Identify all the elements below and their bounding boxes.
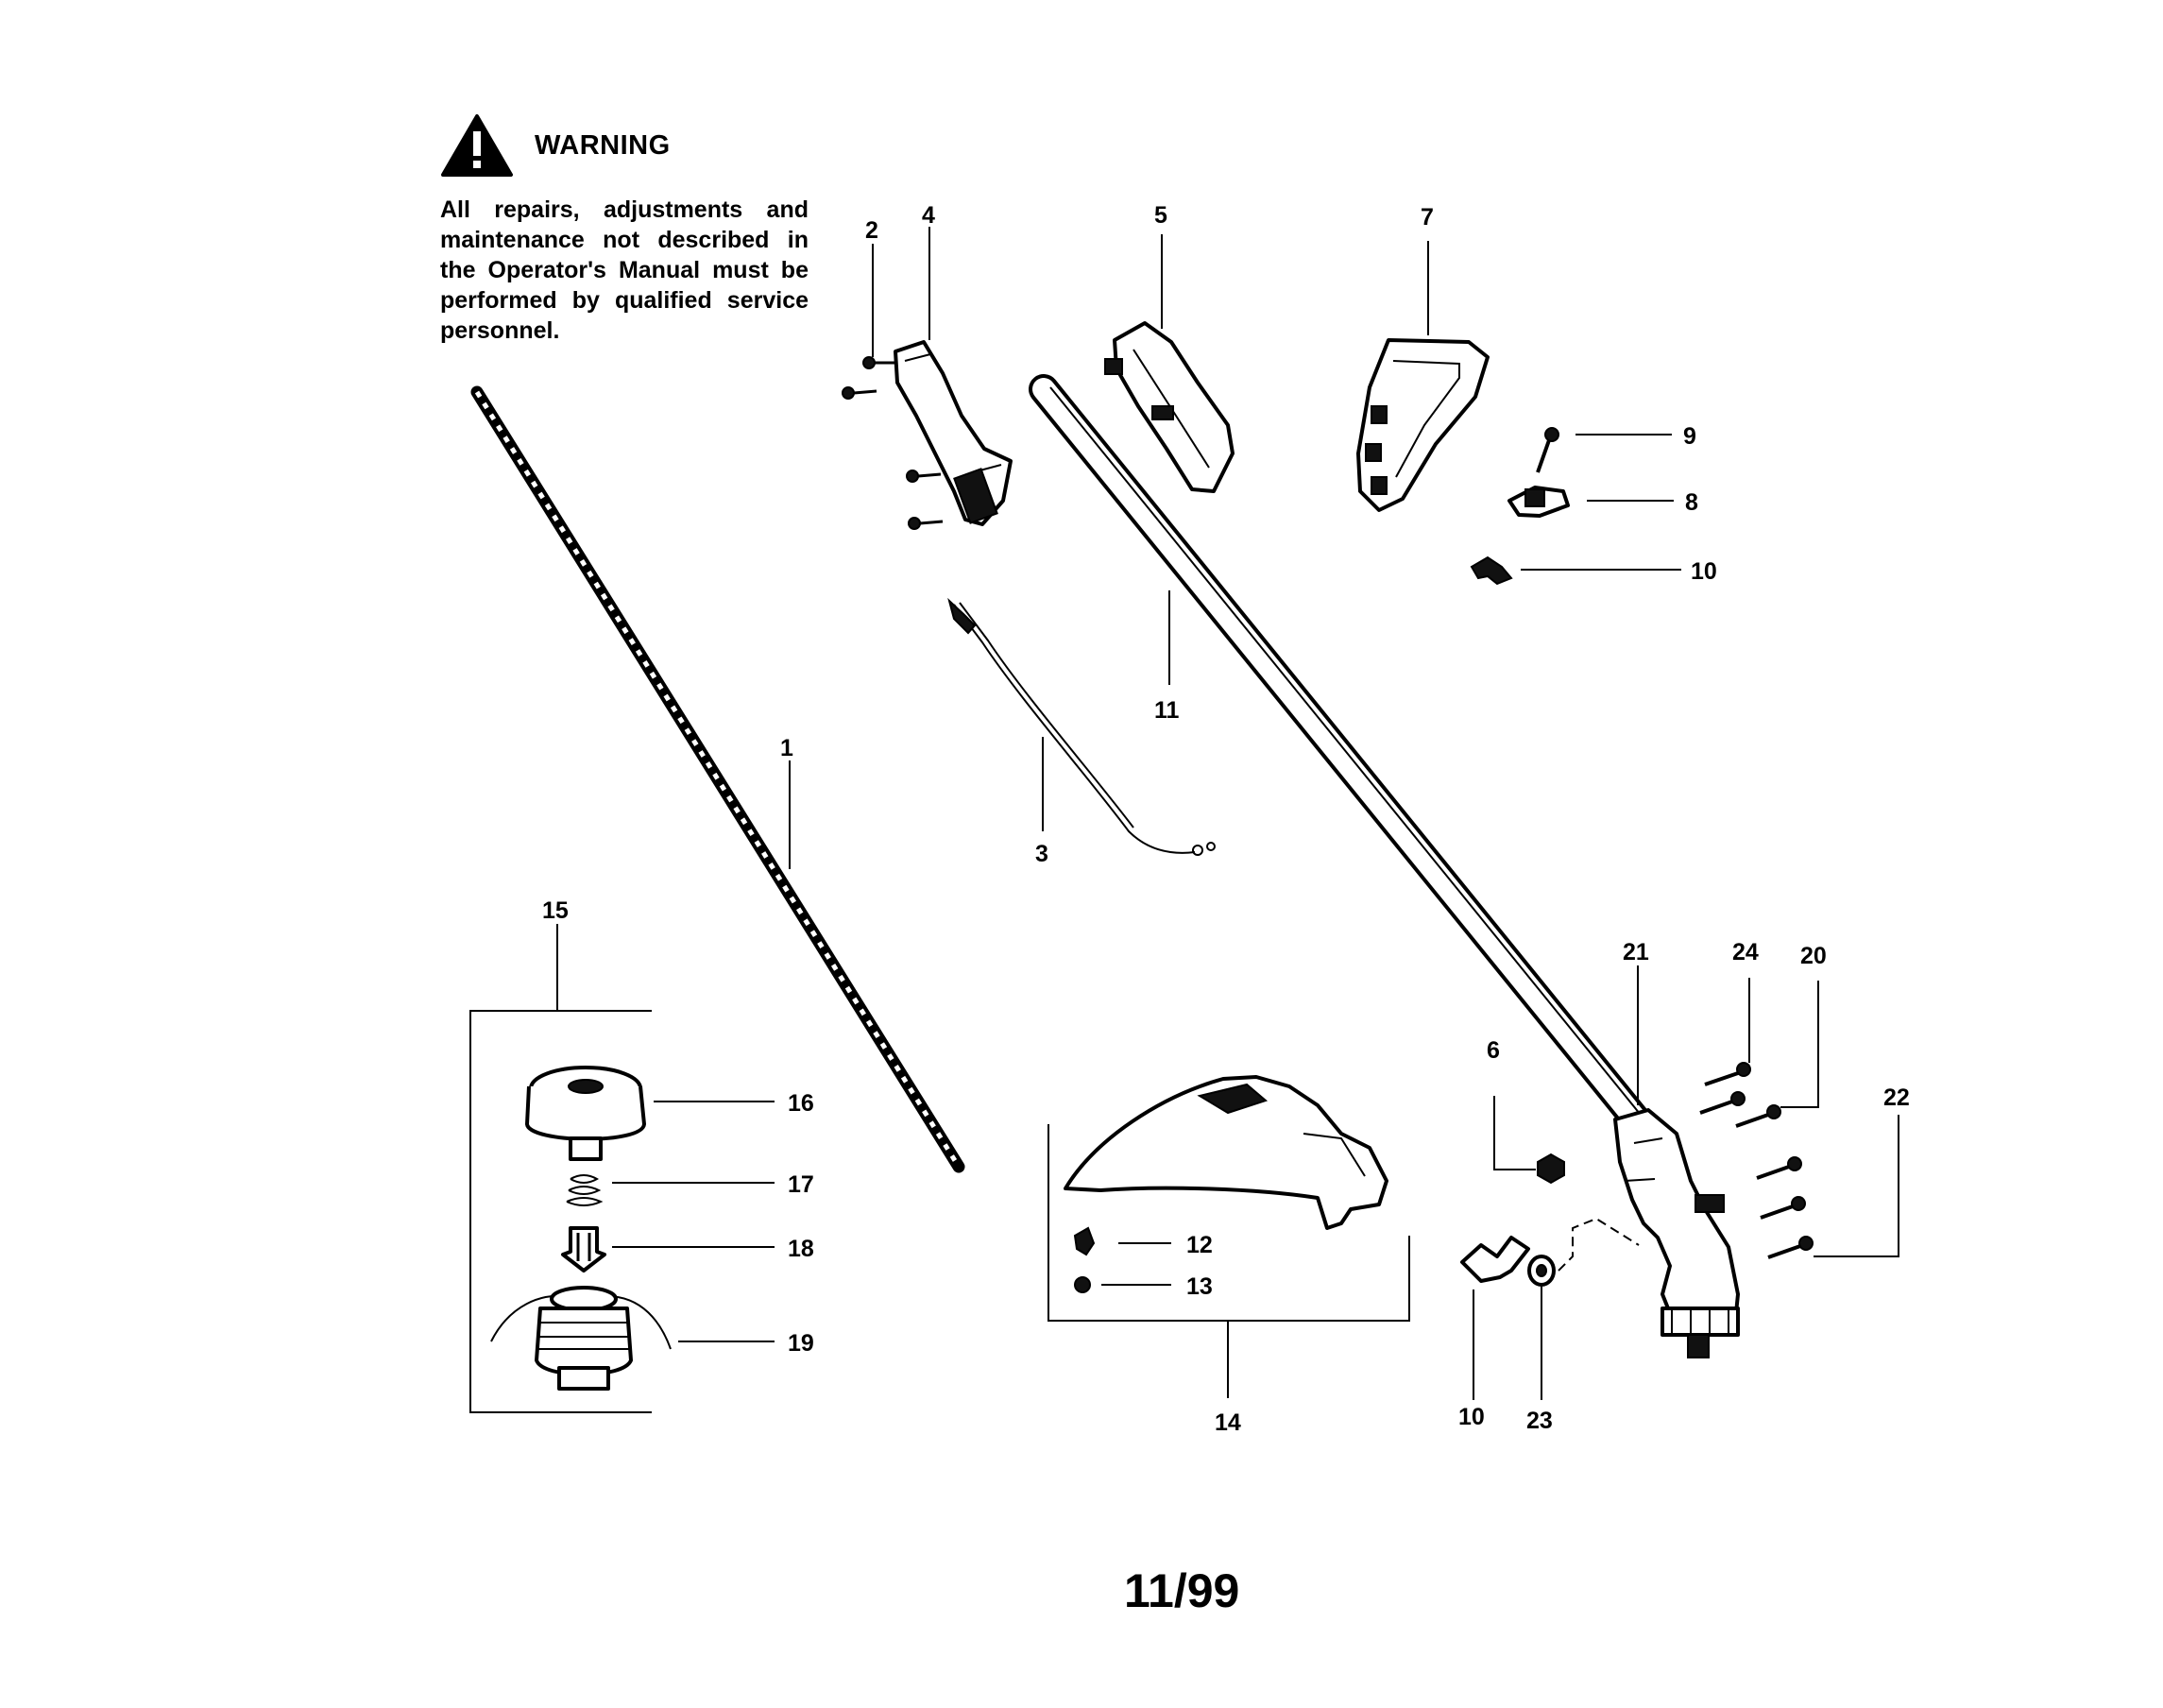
- callout-12: 12: [1186, 1232, 1213, 1258]
- part-8-clamp: [1507, 486, 1570, 518]
- callout-23: 23: [1526, 1408, 1553, 1434]
- part-9-bolt: [1536, 427, 1559, 473]
- callout-18: 18: [788, 1236, 814, 1262]
- part-16-cover: [525, 1066, 646, 1161]
- part-1-drive-shaft: [470, 385, 965, 1173]
- part-10-wing-nut-upper: [1470, 555, 1513, 586]
- part-15-bracket: [469, 1010, 652, 1413]
- warning-header: WARNING: [440, 106, 818, 185]
- callout-22: 22: [1883, 1085, 1910, 1111]
- leader-lines: [556, 227, 1899, 1400]
- part-23-washer: [1527, 1217, 1640, 1287]
- callout-8: 8: [1685, 489, 1698, 516]
- callout-4: 4: [922, 202, 935, 229]
- part-12-clip: [1073, 1226, 1096, 1256]
- part-4-handle-housing: [894, 340, 1013, 526]
- warning-title: WARNING: [535, 129, 671, 161]
- callout-20: 20: [1800, 943, 1827, 969]
- part-13-screw: [1074, 1276, 1091, 1293]
- part-10-wing-knob-lower: [1460, 1236, 1530, 1283]
- callout-19: 19: [788, 1330, 814, 1357]
- gearhead-assembly: [1613, 1108, 1740, 1358]
- callout-21: 21: [1623, 939, 1649, 965]
- part-7-nut: [1537, 1153, 1565, 1185]
- callout-9: 9: [1683, 423, 1696, 450]
- part-17-spring: [566, 1174, 604, 1206]
- part-6-d-handle: [1356, 338, 1490, 512]
- callout-5: 5: [1154, 202, 1167, 229]
- callout-13: 13: [1186, 1273, 1213, 1300]
- callout-16: 16: [788, 1090, 814, 1117]
- callout-24: 24: [1732, 939, 1759, 965]
- part-24-20-22-bolts: [1699, 1062, 1814, 1259]
- part-18-hub: [561, 1226, 606, 1272]
- part-19-spool: [490, 1286, 672, 1391]
- callout-14: 14: [1215, 1409, 1241, 1436]
- warning-triangle-icon: [441, 114, 513, 177]
- callout-2: 2: [865, 217, 878, 244]
- callout-17: 17: [788, 1171, 814, 1198]
- callout-3: 3: [1035, 841, 1048, 867]
- callout-6: 7: [1421, 204, 1434, 231]
- part-14-guard: [1064, 1075, 1388, 1230]
- part-11-shaft-tube: [1029, 374, 1659, 1144]
- callout-7: 6: [1487, 1037, 1500, 1064]
- callout-1: 1: [780, 735, 793, 761]
- callout-labels: 2 4 5 7 9 8 10 11 1 3 15 16 17 18 19 12 …: [542, 202, 1910, 1436]
- warning-block: WARNING All repairs, adjustments and mai…: [440, 106, 818, 346]
- callout-10-upper: 10: [1691, 558, 1717, 585]
- part-3-throttle-cable: [947, 597, 1216, 856]
- callout-11: 11: [1154, 697, 1180, 724]
- callout-10-lower: 10: [1458, 1404, 1485, 1430]
- page-number: 11/99: [1124, 1564, 1240, 1617]
- warning-text: All repairs, adjustments and maintenance…: [440, 196, 809, 344]
- part-2-screws: [842, 356, 944, 530]
- part-5-handle-half: [1104, 321, 1235, 493]
- callout-15: 15: [542, 897, 569, 924]
